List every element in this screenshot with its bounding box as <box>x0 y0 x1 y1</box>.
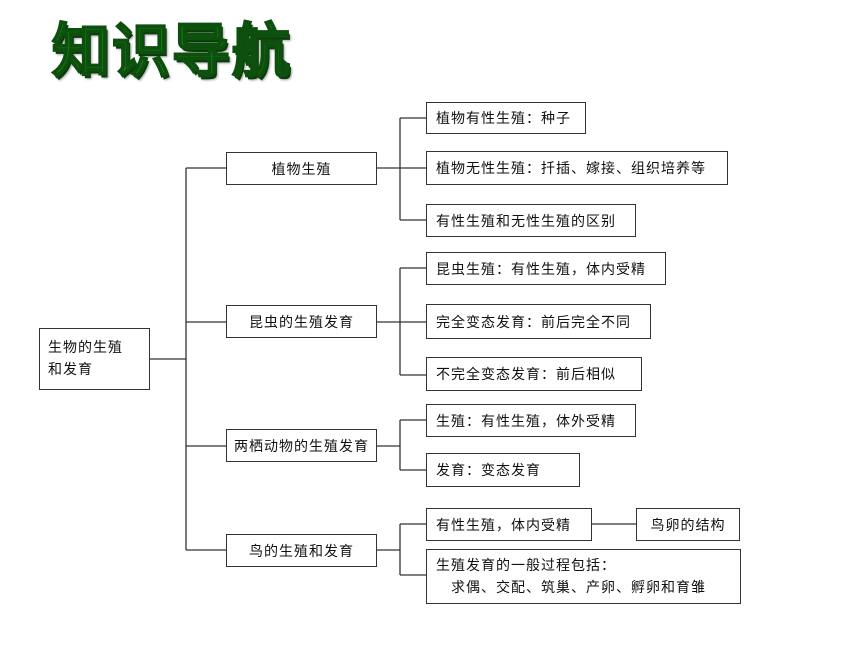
branch-bird-reproduction: 鸟的生殖和发育 <box>226 534 377 567</box>
leaf-plant-asexual: 植物无性生殖：扦插、嫁接、组织培养等 <box>426 151 728 185</box>
leaf-incomplete-metamorphosis: 不完全变态发育：前后相似 <box>426 357 642 391</box>
process-line-1: 生殖发育的一般过程包括： <box>436 557 616 574</box>
root-line-1: 生物的生殖 <box>48 340 123 356</box>
root-node: 生物的生殖 和发育 <box>39 328 150 390</box>
leaf-bird-reproduction: 有性生殖，体内受精 <box>426 508 592 541</box>
leaf-sexual-vs-asexual: 有性生殖和无性生殖的区别 <box>426 204 636 237</box>
leaf-bird-development-process: 生殖发育的一般过程包括： 求偶、交配、筑巢、产卵、孵卵和育雏 <box>426 549 741 604</box>
leaf-amphibian-development: 发育：变态发育 <box>426 453 580 487</box>
root-line-2: 和发育 <box>48 362 93 378</box>
leaf-plant-sexual: 植物有性生殖：种子 <box>426 102 586 134</box>
branch-insect-reproduction: 昆虫的生殖发育 <box>226 305 377 338</box>
branch-plant-reproduction: 植物生殖 <box>226 152 377 185</box>
leaf-amphibian-reproduction: 生殖：有性生殖，体外受精 <box>426 404 636 437</box>
branch-amphibian-reproduction: 两栖动物的生殖发育 <box>226 429 377 462</box>
process-line-2: 求偶、交配、筑巢、产卵、孵卵和育雏 <box>451 579 706 596</box>
leaf-egg-structure: 鸟卵的结构 <box>636 508 740 541</box>
page-title: 知识导航 <box>51 16 293 86</box>
leaf-complete-metamorphosis: 完全变态发育：前后完全不同 <box>426 304 651 339</box>
leaf-insect-reproduction: 昆虫生殖：有性生殖，体内受精 <box>426 252 666 285</box>
